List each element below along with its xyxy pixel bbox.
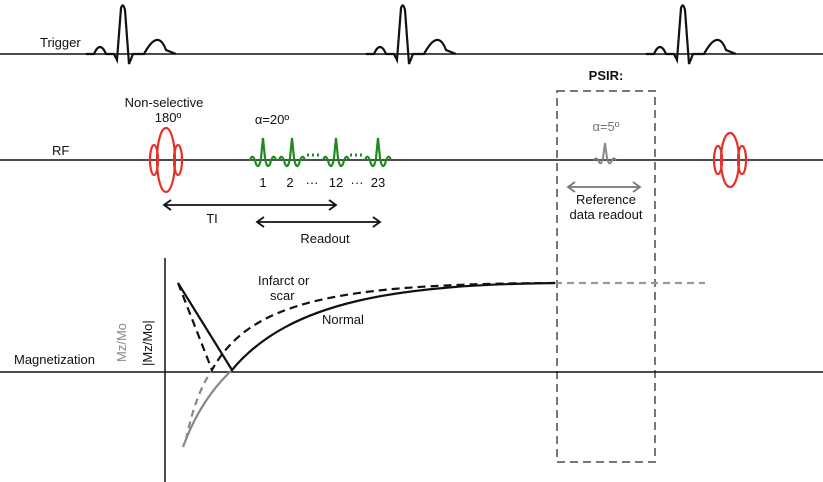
readout-label: Readout — [300, 231, 350, 246]
inversion-pulse-1 — [148, 126, 184, 194]
alpha-5-label: α=5º — [592, 119, 619, 134]
normal-signed-curve — [181, 369, 233, 448]
reference-arrow — [566, 181, 642, 193]
readout-arrow — [255, 216, 382, 228]
reference-label: Reference — [576, 192, 636, 207]
infarct-curve — [176, 281, 556, 373]
readout-pulses — [248, 137, 393, 168]
pulse-number: ··· — [351, 175, 364, 190]
pulse-number: ··· — [306, 175, 319, 190]
pulse-number: 1 — [259, 175, 266, 190]
ti-label: TI — [206, 211, 218, 226]
non-selective-label: Non-selective — [125, 95, 204, 110]
readout-pulse-12 — [321, 137, 351, 168]
readout-pulse-2 — [277, 137, 307, 168]
alpha-20-label: α=20º — [255, 112, 290, 127]
normal-label: Normal — [322, 312, 364, 327]
pulse-number: 2 — [286, 175, 293, 190]
mz-mo-label: Mz/Mo — [114, 323, 129, 362]
trigger-label: Trigger — [40, 35, 81, 50]
psir-label: PSIR: — [589, 68, 624, 83]
ecg-complex-2 — [366, 4, 457, 65]
ti-arrow — [162, 199, 338, 211]
normal-curve — [177, 281, 556, 372]
infarct-signed-curve — [184, 369, 213, 441]
scar-label: scar — [270, 288, 295, 303]
data-readout-label: data readout — [569, 207, 642, 222]
infarct-label: Infarct or — [258, 273, 310, 288]
rf-label: RF — [52, 143, 69, 158]
pulse-number: 23 — [371, 175, 385, 190]
180-degree-label: 180º — [155, 110, 182, 125]
pulse-numbers: 1 2 ··· 12 ··· 23 — [259, 175, 385, 190]
reference-pulse — [593, 142, 617, 165]
magnetization-label: Magnetization — [14, 352, 95, 367]
pulse-number: 12 — [329, 175, 343, 190]
abs-mz-mo-label: |Mz/Mo| — [140, 320, 155, 366]
inversion-pulse-2 — [712, 131, 748, 189]
readout-pulse-23 — [363, 137, 393, 168]
readout-pulse-1 — [248, 137, 278, 168]
ecg-complex-3 — [646, 4, 737, 65]
ecg-complex-1 — [86, 4, 177, 65]
ecg-waveforms — [86, 4, 737, 65]
